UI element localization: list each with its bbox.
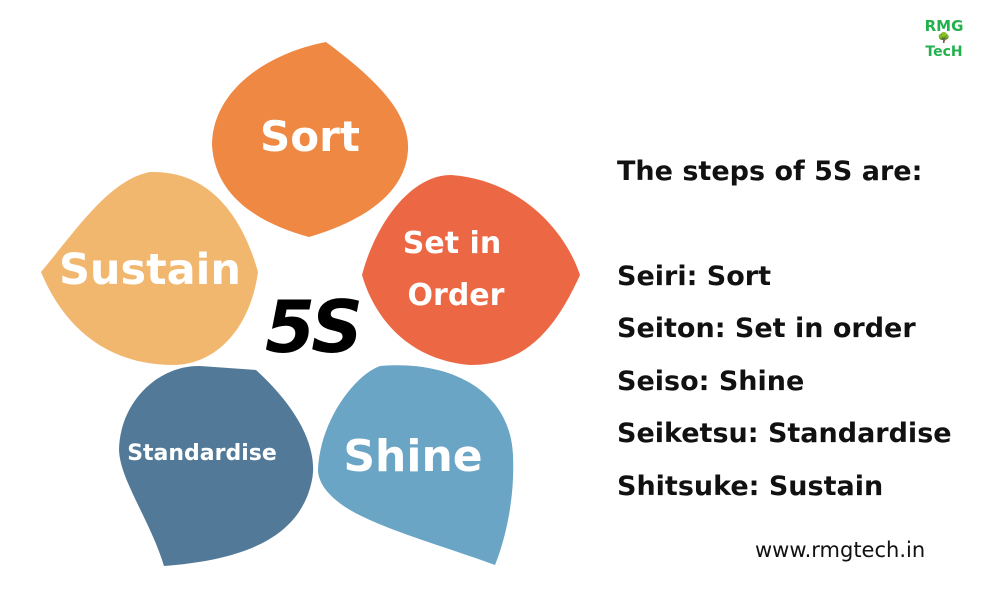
petal-standardise xyxy=(119,365,314,566)
logo-line1: RMG xyxy=(924,17,964,35)
logo-line2: TecH xyxy=(925,44,963,60)
step-item: Shitsuke: Sustain xyxy=(617,470,884,502)
steps-title: The steps of 5S are: xyxy=(617,156,923,187)
website-url: www.rmgtech.in xyxy=(755,538,926,562)
rmg-tech-logo: RMG 🌳 TecH xyxy=(916,18,972,60)
petal-set-in-order xyxy=(362,175,580,365)
step-item: Seiton: Set in order xyxy=(617,313,916,344)
petal-label-set-in: Set in xyxy=(403,226,501,261)
petal-sustain xyxy=(41,171,258,365)
petal-sort xyxy=(212,42,409,237)
petal-label-sustain: Sustain xyxy=(59,245,241,295)
step-item: Seiketsu: Standardise xyxy=(617,418,952,449)
petal-label-standardise: Standardise xyxy=(127,441,277,466)
step-item: Seiso: Shine xyxy=(617,365,805,397)
steps-list: The steps of 5S are: Seiri: Sort Seiton:… xyxy=(617,146,952,513)
petal-label-sort: Sort xyxy=(260,112,360,161)
center-label: 5S xyxy=(265,285,359,369)
step-item: Seiri: Sort xyxy=(617,260,771,292)
petal-shine xyxy=(318,365,514,565)
petal-label-shine: Shine xyxy=(343,431,482,482)
tree-icon: 🌳 xyxy=(937,33,951,44)
petal-label-order: Order xyxy=(408,278,505,313)
